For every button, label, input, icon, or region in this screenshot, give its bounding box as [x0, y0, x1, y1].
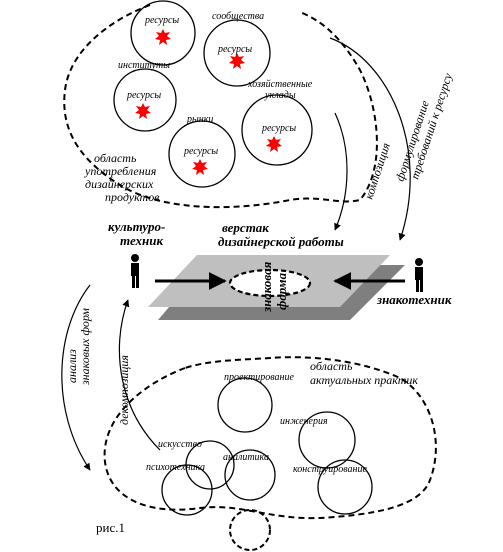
decomposition-label: декомпозиция — [117, 355, 131, 425]
practice-label-design: проектирование — [224, 372, 294, 383]
resource-label-2: ресурсы — [217, 44, 252, 55]
composition-label: композиция — [362, 141, 394, 201]
resource-circle-3 — [113, 68, 177, 132]
group-label-economic: хозяйственные — [247, 79, 313, 90]
group-label-communities: сообщества — [212, 11, 264, 22]
practice-circle-construction — [317, 459, 373, 515]
practice-label-psychotechnics: психотехника — [146, 462, 205, 473]
figure-caption: рис.1 — [96, 520, 125, 535]
analysis-label-2: знаковых форм — [78, 308, 92, 386]
culture-technician-label-1: культуро- — [108, 219, 165, 234]
practice-label-construction: конструирование — [293, 464, 367, 475]
usage-area-boundary — [63, 4, 378, 209]
group-label-institutes: институты — [118, 60, 170, 71]
practice-label-analytics: аналитика — [223, 452, 269, 463]
resource-label-1: ресурсы — [144, 15, 179, 26]
sign-technician-label: знакотехник — [376, 292, 452, 307]
workbench-label-1: верстак — [222, 220, 269, 235]
formulation-arrow — [329, 37, 411, 241]
usage-area-label-3: дизайнерских — [85, 177, 154, 191]
analysis-label-1: анализ — [65, 349, 79, 383]
workbench-label-2: дизайнерской работы — [218, 234, 344, 249]
culture-technician-icon — [131, 254, 139, 288]
practice-area-label-2: актуальных практик — [310, 373, 418, 387]
practice-label-engineering: инженерия — [280, 416, 328, 427]
composition-arrow — [334, 112, 348, 231]
analysis-arrow — [61, 284, 91, 471]
sign-form-label-2: форма — [274, 272, 289, 310]
resource-circle-2 — [203, 19, 271, 87]
usage-area-label-1: область — [94, 151, 137, 165]
practice-label-art: искусство — [158, 439, 202, 450]
culture-technician-label-2: техник — [120, 233, 163, 248]
practice-circle-design — [217, 377, 273, 433]
decomposition-arrow — [118, 299, 161, 451]
practice-circle-analytics — [224, 449, 276, 501]
resource-circle-4 — [168, 120, 236, 188]
usage-area-label-4: продуктов — [105, 190, 159, 204]
group-label-structures: уклады — [264, 90, 296, 101]
usage-area-label-2: употребления — [84, 164, 157, 178]
practice-area-label-1: область — [310, 359, 353, 373]
resource-label-3: ресурсы — [126, 90, 161, 101]
group-label-markets: рынки — [186, 114, 213, 125]
practice-area-boundary — [103, 356, 437, 520]
resource-label-5: ресурсы — [261, 123, 296, 134]
resource-circle-5 — [241, 94, 313, 166]
resource-label-4: ресурсы — [183, 146, 218, 157]
sign-technician-icon — [415, 258, 423, 292]
practice-circle-engineering — [298, 411, 356, 469]
resource-circle-1 — [130, 0, 196, 66]
sign-form-ellipse — [228, 268, 312, 298]
practice-circle-psychotechnics — [161, 464, 213, 516]
new-practice-circle — [229, 509, 271, 551]
sign-form-label-1: знаковая — [259, 261, 274, 313]
